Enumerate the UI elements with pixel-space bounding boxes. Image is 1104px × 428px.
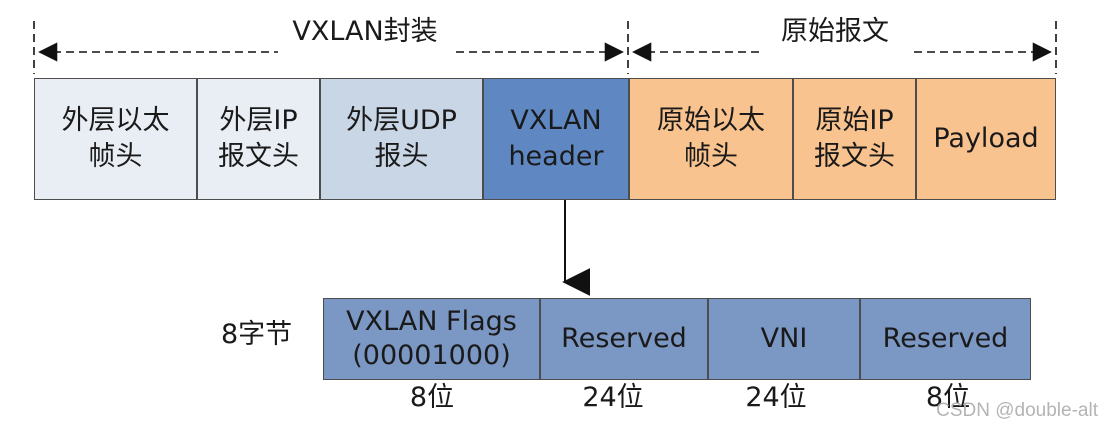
outer-ip-header: 外层IP 报文头 (197, 78, 320, 200)
reserved-24-bits-label: 24位 (582, 382, 644, 413)
vxlan-flags-bits-label: 8位 (409, 382, 455, 413)
vni-field: VNI (708, 298, 860, 380)
vxlan-flags-field: VXLAN Flags (00001000) (323, 298, 540, 380)
payload-field: Payload (916, 78, 1056, 200)
reserved-8-field: Reserved (860, 298, 1031, 380)
csdn-watermark: CSDN @double-alt (936, 400, 1098, 421)
vxlan-encapsulation-label: VXLAN封装 (292, 16, 438, 47)
reserved-24-field: Reserved (540, 298, 708, 380)
original-ip-header: 原始IP 报文头 (793, 78, 916, 200)
original-packet-label: 原始报文 (781, 16, 889, 47)
original-ethernet-header: 原始以太 帧头 (629, 78, 793, 200)
vxlan-header-field: VXLAN header (483, 78, 629, 200)
vni-bits-label: 24位 (745, 382, 807, 413)
outer-ethernet-header: 外层以太 帧头 (34, 78, 197, 200)
vxlan-header-size-label: 8字节 (221, 319, 293, 350)
outer-udp-header: 外层UDP 报头 (320, 78, 483, 200)
reserved-8-bits-label: 8位 (925, 382, 971, 413)
